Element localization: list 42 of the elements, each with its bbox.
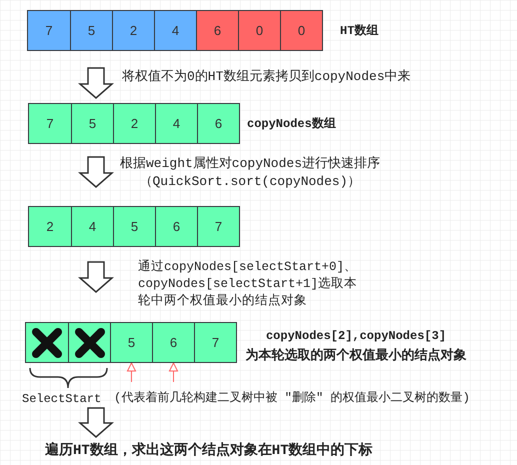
array-cell: 5 (70, 11, 112, 50)
step-label: 通过copyNodes[selectStart+0]、copyNodes[selectStart+1]选取本轮中两个权值最小的结点对象 (138, 259, 358, 310)
array-cell: 6 (152, 323, 194, 362)
array-cell: 6 (197, 104, 239, 143)
pointer-arrow (127, 362, 136, 382)
array-label: HT数组 (340, 23, 378, 40)
variable-label: SelectStart (22, 392, 102, 406)
pointer-arrow (169, 362, 178, 382)
array-cell (68, 323, 110, 362)
array-row (28, 103, 240, 144)
array-cell: 7 (29, 104, 71, 143)
array-cell: 2 (29, 207, 71, 246)
array-cell: 6 (196, 11, 238, 50)
array-cell: 2 (113, 104, 155, 143)
step-label: 将权值不为0的HT数组元素拷贝到copyNodes中来 (122, 68, 411, 85)
selection-note: 为本轮选取的两个权值最小的结点对象 (246, 346, 466, 364)
array-cell: 4 (71, 207, 113, 246)
array-cell: 0 (280, 11, 322, 50)
array-cell: 7 (194, 323, 236, 362)
array-cell: 6 (155, 207, 197, 246)
block-arrow (78, 261, 114, 293)
array-cell: 0 (238, 11, 280, 50)
block-arrow (78, 407, 114, 438)
array-cell: 4 (155, 104, 197, 143)
block-arrow (78, 156, 114, 188)
step-label: 根据weight属性对copyNodes进行快速排序（QuickSort.sort(copyNodes)） (118, 155, 382, 191)
array-cell: 4 (154, 11, 196, 50)
block-arrow (78, 67, 114, 99)
array-cell: 5 (71, 104, 113, 143)
array-cell: 7 (28, 11, 70, 50)
array-row (28, 206, 240, 247)
selection-note: copyNodes[2],copyNodes[3] (266, 328, 446, 345)
array-cell: 5 (110, 323, 152, 362)
array-cell: 7 (197, 207, 239, 246)
result-text: 遍历HT数组，求出这两个结点对象在HT数组中的下标 (45, 442, 373, 461)
array-row (25, 322, 237, 363)
array-label: copyNodes数组 (247, 116, 336, 133)
array-cell: 2 (112, 11, 154, 50)
array-row (27, 10, 323, 51)
array-cell (26, 323, 68, 362)
array-cell: 5 (113, 207, 155, 246)
description-text: (代表着前几轮构建二叉树中被 "删除" 的权值最小二叉树的数量) (114, 391, 470, 406)
